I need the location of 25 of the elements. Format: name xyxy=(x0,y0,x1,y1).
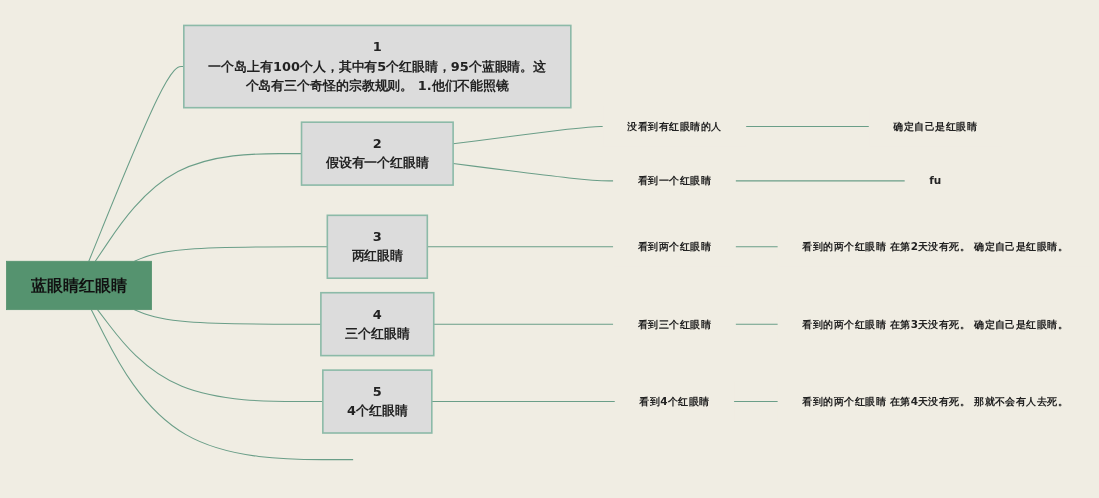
node-box: 4 三个红眼睛 xyxy=(320,292,435,357)
node-box: 蓝眼睛红眼睛 xyxy=(6,261,152,311)
node-text: 看到的两个红眼睛 在第4天没有死。 那就不会有人去死。 xyxy=(802,395,1069,408)
node-box: 5 4个红眼睛 xyxy=(322,369,433,435)
node-box: 3 两红眼睛 xyxy=(326,214,429,280)
node-text: 看到的两个红眼睛 在第2天没有死。 确定自己是红眼睛。 xyxy=(802,240,1069,254)
node-box: 2 假设有一个红眼睛 xyxy=(300,121,454,187)
node-box: 1 一个岛上有100个人，其中有5个红眼睛，95个蓝眼睛。这个岛有三个奇怪的宗教规则。 1.他们不能照镜 xyxy=(183,25,572,109)
connector xyxy=(90,309,354,461)
node-text: 确定自己是红眼睛 xyxy=(893,120,978,133)
connector xyxy=(734,180,906,182)
connector xyxy=(433,324,615,326)
node-text: fu xyxy=(929,175,942,188)
node-text: 看到三个红眼睛 xyxy=(637,318,712,331)
connector xyxy=(734,324,779,326)
node-text: 看到两个红眼睛 xyxy=(637,240,712,254)
node-text: 没看到有红眼睛的人 xyxy=(627,120,722,133)
connector xyxy=(734,246,779,248)
node-text: 看到4个红眼睛 xyxy=(639,395,710,408)
connector xyxy=(133,246,328,263)
connector xyxy=(745,126,870,128)
connector xyxy=(733,401,779,403)
node-text: 看到的两个红眼睛 在第3天没有死。 确定自己是红眼睛。 xyxy=(802,318,1069,331)
node-text: 看到一个红眼睛 xyxy=(637,175,712,188)
connector xyxy=(431,401,616,403)
